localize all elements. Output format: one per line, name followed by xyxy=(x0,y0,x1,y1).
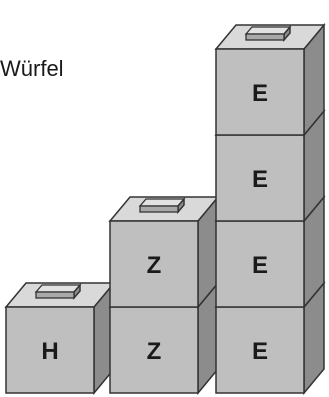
cube-h: H xyxy=(4,280,116,396)
cube-letter: H xyxy=(41,338,58,365)
tower-h: H xyxy=(4,280,116,396)
knob-top-face xyxy=(138,198,186,207)
knob-top-face xyxy=(34,284,82,293)
cube-front-face xyxy=(215,134,305,222)
cube-letter: Z xyxy=(147,338,162,365)
caption-text: Würfel xyxy=(0,56,64,81)
tower-z: ZZ xyxy=(108,194,220,396)
knob-front-face xyxy=(35,291,75,299)
cube-front-face xyxy=(5,306,95,394)
cube-front-face xyxy=(109,306,199,394)
cube-front-face xyxy=(109,220,199,308)
cube-letter: E xyxy=(252,80,268,107)
cube-letter: Z xyxy=(147,252,162,279)
cube-front-face xyxy=(215,220,305,308)
cube-letter: E xyxy=(252,166,268,193)
connector-knob xyxy=(244,24,292,43)
cube-front-face xyxy=(215,48,305,136)
tower-e: E E E E xyxy=(214,22,326,396)
cube-e: E xyxy=(214,22,326,138)
cube-z: Z xyxy=(108,194,220,310)
cube-letter: E xyxy=(252,252,268,279)
knob-front-face xyxy=(139,205,179,213)
knob-front-face xyxy=(245,33,285,41)
connector-knob xyxy=(138,196,186,215)
connector-knob xyxy=(34,282,82,301)
cube-letter: E xyxy=(252,338,268,365)
knob-top-face xyxy=(244,26,292,35)
